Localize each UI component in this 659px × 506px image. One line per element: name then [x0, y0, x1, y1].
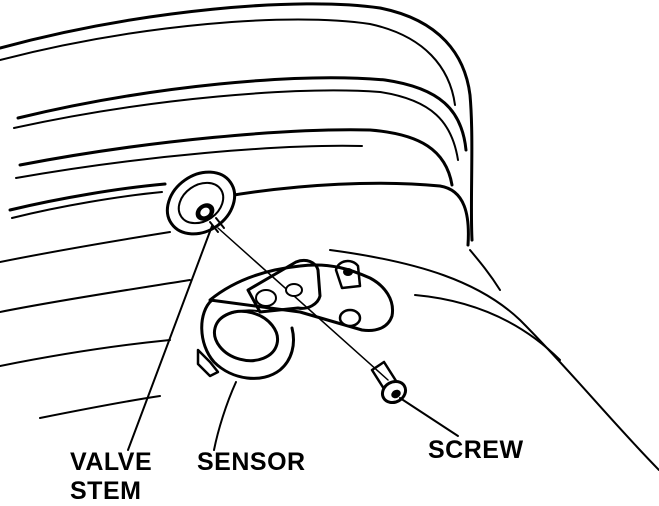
valve-stem-leader — [127, 225, 213, 451]
valve-stem-label-line1: VALVE — [70, 448, 153, 476]
sensor — [196, 258, 395, 380]
sensor-label: SENSOR — [197, 448, 306, 476]
tire-contour-lines — [0, 2, 659, 471]
screw-leader — [399, 397, 459, 437]
valve-stem-label-line2: STEM — [70, 477, 142, 505]
screw-label: SCREW — [428, 436, 524, 464]
sensor-leader — [213, 381, 237, 451]
valve-stem — [165, 170, 237, 236]
assembly-axis-line — [217, 227, 389, 381]
valve-stem-label: VALVE STEM — [70, 448, 152, 506]
